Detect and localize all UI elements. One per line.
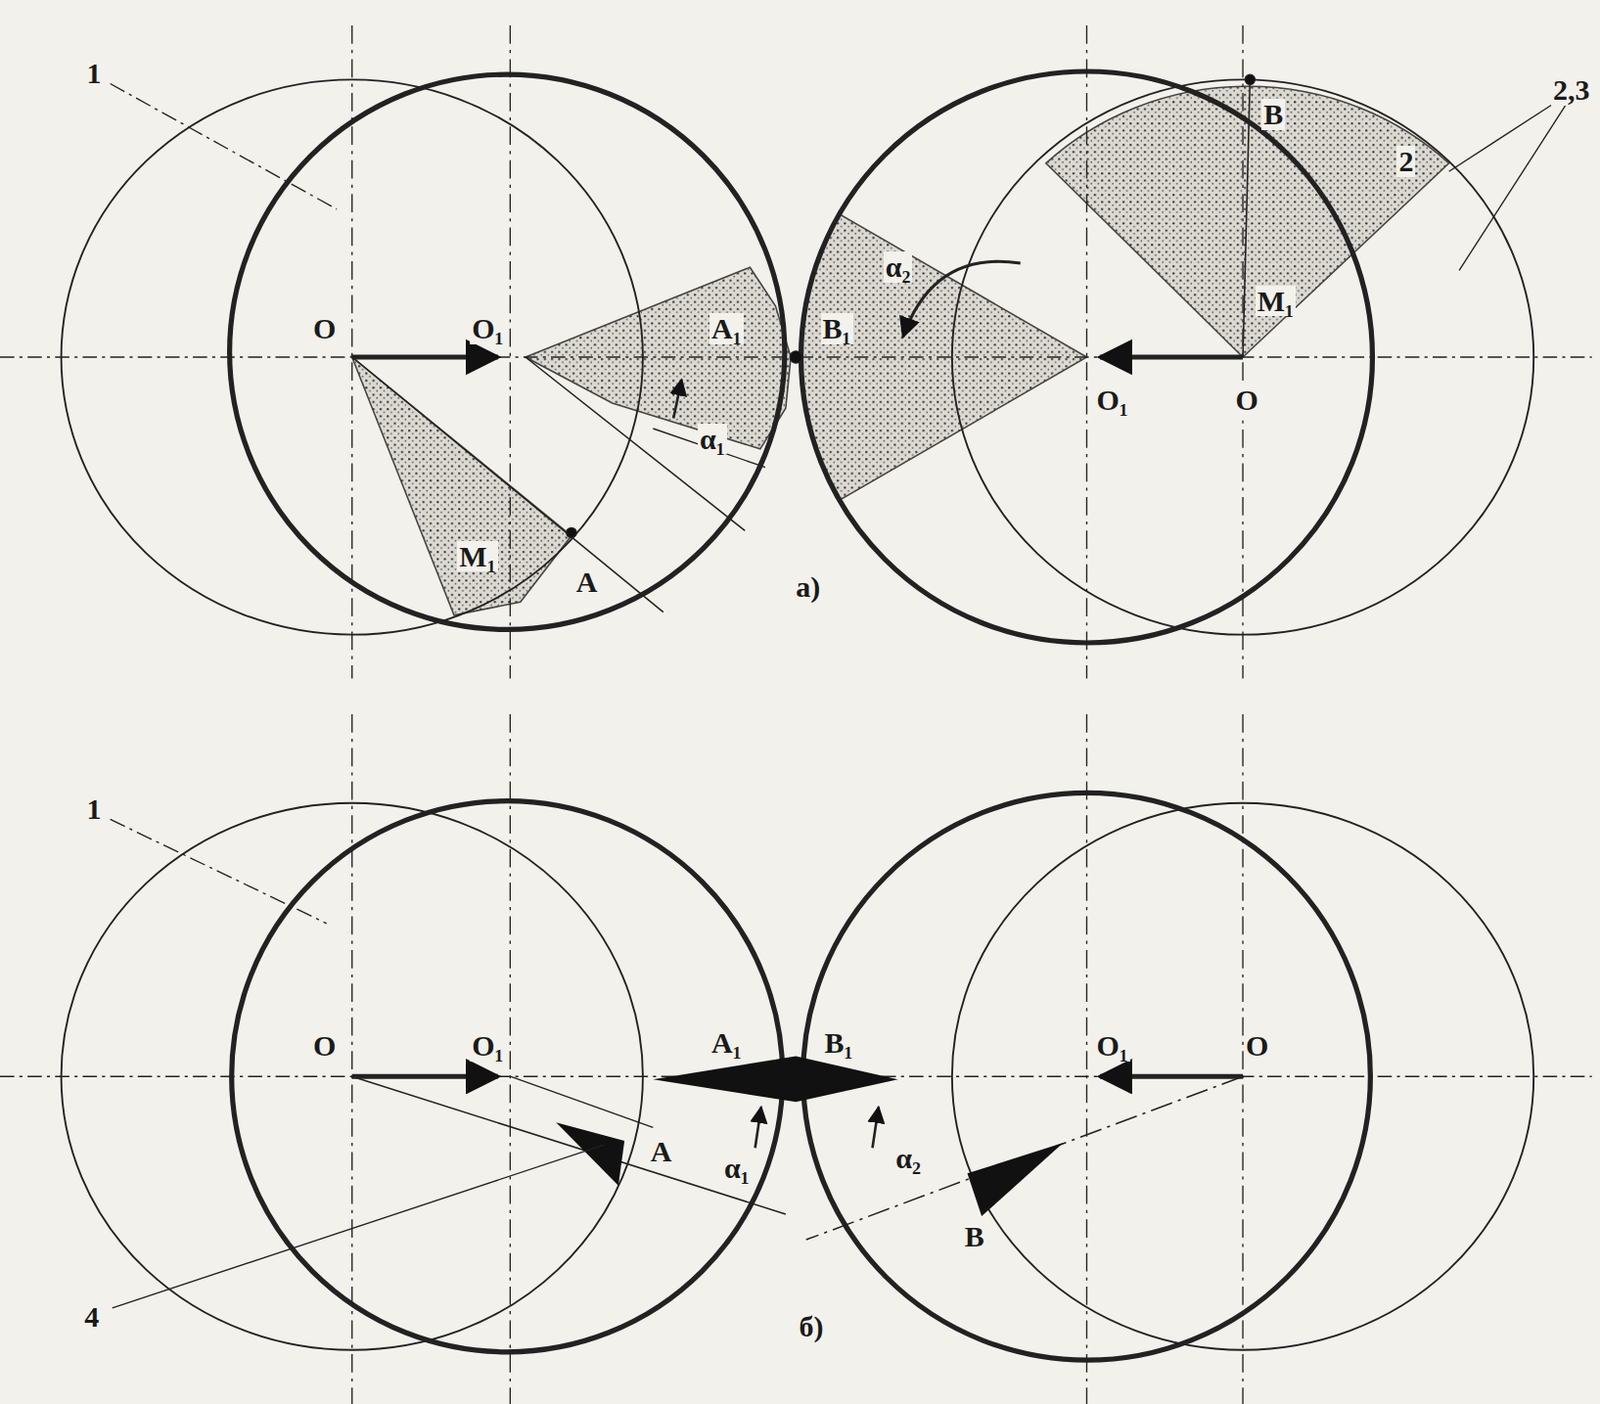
callout-label: 4 [82,1301,101,1333]
callout-label: A₁ [709,1027,744,1059]
callout-label: α₂ [883,251,914,283]
callout-label: M₁ [457,541,498,573]
callout-label: α₂ [893,1142,923,1175]
callout-label: B [1261,98,1285,131]
callout-label: O [311,313,338,345]
callout-label: O [1243,1030,1271,1062]
callout-label: A [648,1136,675,1168]
callout-label: O [1234,384,1261,416]
callout-label: б) [796,1311,825,1343]
callout-label: α₁ [722,1152,752,1185]
callout-label: O₁ [469,1030,505,1062]
callout-label: 2,3 [1551,74,1593,106]
callout-label: 1 [84,793,103,825]
callout-label: A [574,566,600,598]
callout-label: O₁ [1094,1030,1130,1062]
callout-label: M₁ [1255,285,1296,318]
callout-label: O₁ [469,313,505,345]
callout-label: A₁ [709,313,744,345]
callout-label: O [311,1030,338,1062]
callout-label: α₁ [697,423,728,456]
callout-label: B₁ [821,313,854,345]
callout-label: 2 [1396,145,1416,178]
callout-label: O₁ [1094,384,1130,416]
callout-label: 1 [84,57,103,90]
callout-label: B₁ [822,1027,856,1059]
callout-label: B [962,1221,987,1253]
callout-label: а) [793,571,823,603]
